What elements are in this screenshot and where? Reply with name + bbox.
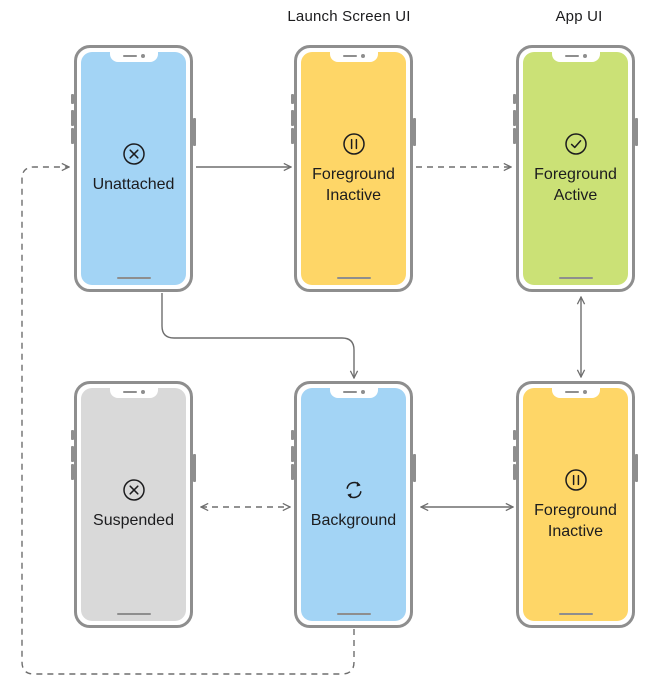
side-button [71, 128, 74, 144]
phone-notch [329, 52, 378, 62]
camera [360, 390, 365, 394]
side-button [413, 118, 416, 146]
state-phone-suspended: Suspended [71, 381, 196, 628]
side-button [513, 110, 516, 126]
side-button [513, 464, 516, 480]
state-content: Suspended [81, 388, 186, 621]
state-phone-foreground-inactive-app: Foreground Inactive [513, 381, 638, 628]
side-button [291, 94, 294, 104]
state-phone-foreground-inactive-launch: Foreground Inactive [291, 45, 416, 292]
arrow-unattached-to-background [161, 293, 354, 378]
side-button [513, 430, 516, 440]
side-button [71, 446, 74, 462]
side-button [513, 128, 516, 144]
side-button [71, 110, 74, 126]
state-phone-unattached: Unattached [71, 45, 196, 292]
side-button [635, 118, 638, 146]
phone-screen: Unattached [81, 52, 186, 285]
phone-screen: Background [301, 388, 406, 621]
state-label-foreground-inactive: Foreground Inactive [534, 501, 617, 540]
state-label-unattached: Unattached [92, 176, 175, 193]
state-content: Foreground Active [523, 52, 628, 285]
side-button [291, 110, 294, 126]
arrow-background-to-unattached [21, 167, 355, 675]
speaker [122, 55, 137, 57]
side-button [71, 464, 74, 480]
phone-screen: Foreground Active [523, 52, 628, 285]
speaker [564, 55, 579, 57]
side-button [635, 454, 638, 482]
home-indicator [116, 277, 151, 279]
phone-notch [551, 388, 600, 398]
camera [582, 390, 587, 394]
home-indicator [336, 613, 371, 615]
side-button [71, 430, 74, 440]
phone-screen: Foreground Inactive [523, 388, 628, 621]
phone-notch [329, 388, 378, 398]
phone-notch [109, 388, 158, 398]
speaker [342, 55, 357, 57]
camera [360, 54, 365, 58]
home-indicator [558, 277, 593, 279]
side-button [413, 454, 416, 482]
phone-screen: Suspended [81, 388, 186, 621]
side-button [291, 464, 294, 480]
phone-notch [109, 52, 158, 62]
speaker [564, 391, 579, 393]
state-content: Unattached [81, 52, 186, 285]
home-indicator [558, 613, 593, 615]
state-phone-foreground-active: Foreground Active [513, 45, 638, 292]
refresh-cycle-icon [345, 481, 362, 499]
state-label-background: Background [310, 512, 397, 529]
side-button [513, 94, 516, 104]
pause-circle-icon [564, 468, 587, 491]
state-label-foreground-active: Foreground Active [534, 165, 617, 204]
side-button [513, 446, 516, 462]
x-circle-icon [122, 143, 145, 165]
camera [140, 390, 145, 394]
side-button [291, 430, 294, 440]
side-button [291, 446, 294, 462]
state-label-suspended: Suspended [93, 512, 174, 529]
side-button [193, 454, 196, 482]
pause-circle-icon [342, 132, 365, 155]
phone-screen: Foreground Inactive [301, 52, 406, 285]
camera [582, 54, 587, 58]
home-indicator [336, 277, 371, 279]
home-indicator [116, 613, 151, 615]
camera [140, 54, 145, 58]
side-button [71, 94, 74, 104]
state-content: Foreground Inactive [523, 388, 628, 621]
state-label-foreground-inactive: Foreground Inactive [312, 165, 395, 204]
column-header-launch-screen-ui: Launch Screen UI [287, 8, 411, 25]
side-button [193, 118, 196, 146]
state-content: Foreground Inactive [301, 52, 406, 285]
phone-notch [551, 52, 600, 62]
column-header-app-ui: App UI [555, 8, 603, 25]
speaker [342, 391, 357, 393]
side-button [291, 128, 294, 144]
checkmark-circle-icon [564, 132, 587, 155]
state-phone-background: Background [291, 381, 416, 628]
state-content: Background [301, 388, 406, 621]
speaker [122, 391, 137, 393]
x-circle-icon [122, 479, 145, 501]
